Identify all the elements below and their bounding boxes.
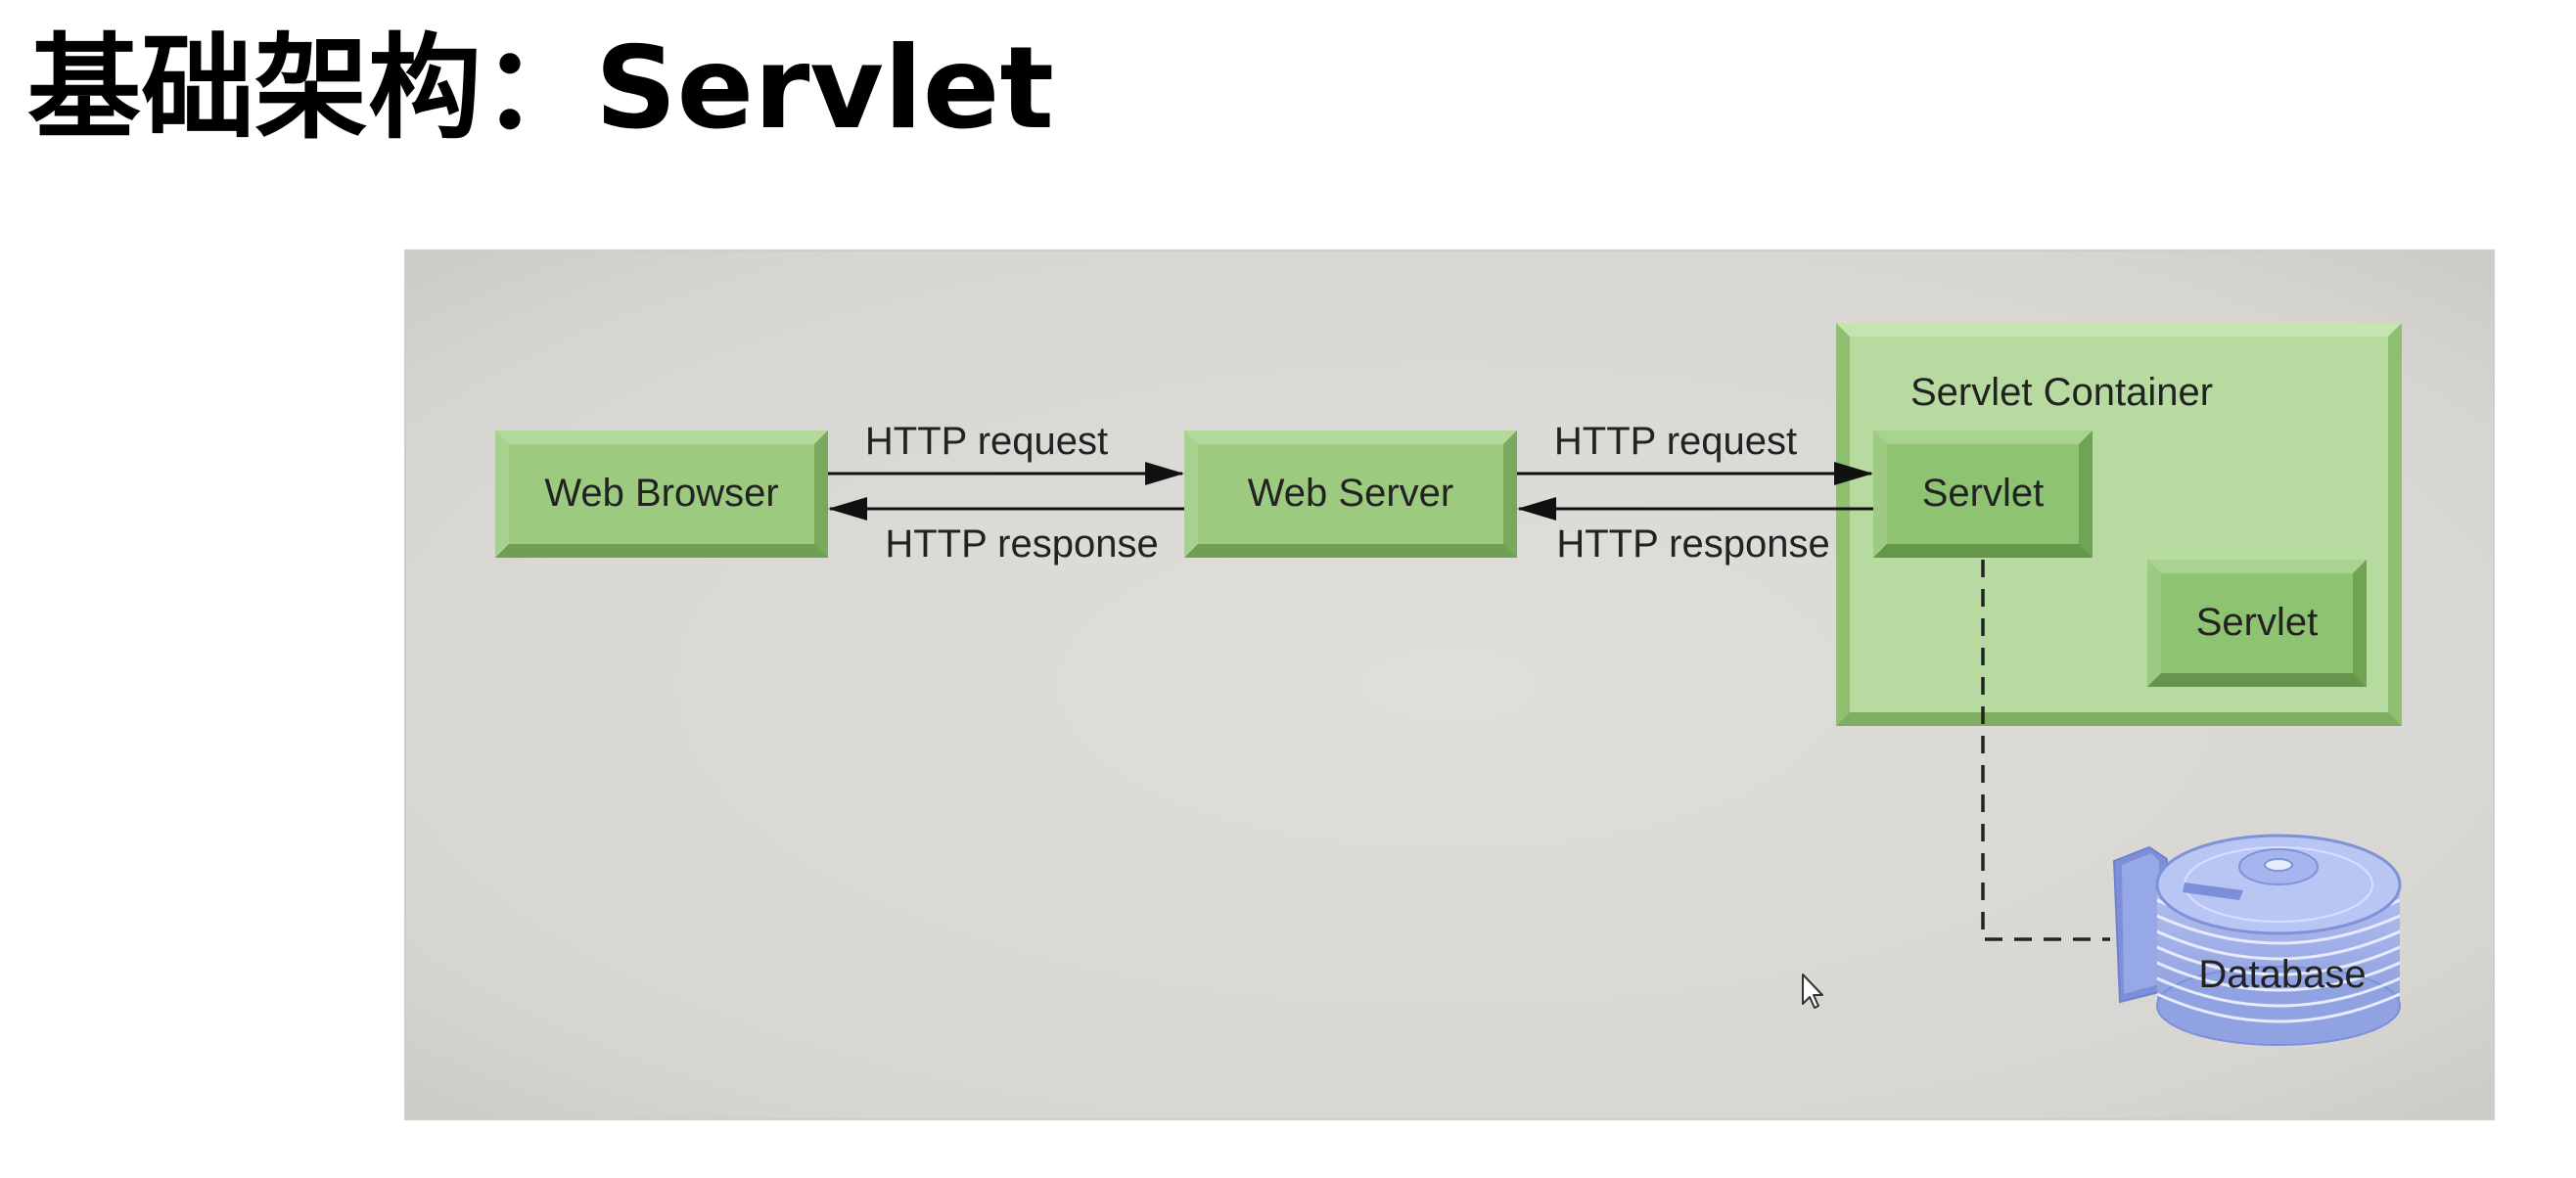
database-label: Database	[2198, 953, 2366, 996]
servlet-primary-label: Servlet	[1922, 472, 2045, 515]
browser-server-response-label: HTTP response	[885, 522, 1158, 566]
mouse-cursor-icon	[1802, 974, 1823, 1009]
web-server-label: Web Server	[1248, 472, 1453, 515]
servlet-node-secondary: Servlet	[2147, 560, 2367, 687]
web-browser-node: Web Browser	[495, 430, 828, 558]
edge-browser-server: HTTP request HTTP response	[828, 420, 1184, 566]
servlet-container-label: Servlet Container	[1910, 371, 2213, 414]
browser-server-request-label: HTTP request	[865, 420, 1108, 463]
database-icon: Database	[2112, 834, 2402, 1046]
edge-servlet-database	[1981, 560, 2110, 941]
servlet-secondary-label: Servlet	[2196, 601, 2319, 644]
web-server-node: Web Server	[1184, 430, 1517, 558]
page-title: 基础架构：Servlet	[27, 23, 1054, 155]
web-browser-label: Web Browser	[544, 472, 778, 515]
server-servlet-request-label: HTTP request	[1554, 420, 1797, 463]
server-servlet-response-label: HTTP response	[1556, 522, 1829, 566]
edge-server-servlet: HTTP request HTTP response	[1517, 420, 1873, 566]
servlet-node-primary: Servlet	[1873, 430, 2093, 558]
